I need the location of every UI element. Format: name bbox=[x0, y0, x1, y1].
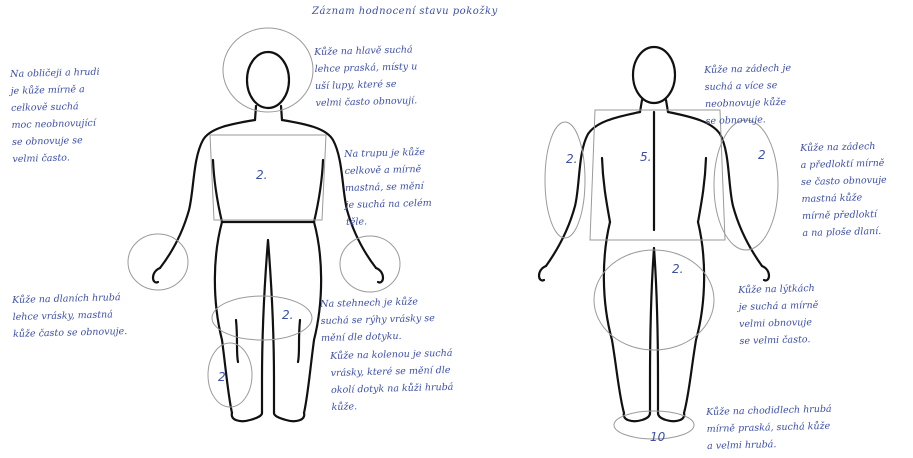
marker-front-chest: 2. bbox=[256, 168, 267, 182]
page-title: Záznam hodnocení stavu pokožky bbox=[312, 6, 498, 17]
note-head: Kůže na hlavě suchá lehce praská, místy … bbox=[314, 41, 418, 112]
marker-back-right: 2 bbox=[758, 148, 766, 162]
marker-back-center: 5. bbox=[640, 150, 651, 164]
note-trunk: Na trupu je kůže celkově a mírně mastná,… bbox=[344, 144, 432, 231]
note-calves: Kůže na lýtkách je suchá a mírně velmi o… bbox=[738, 280, 819, 350]
marker-back-foot: 10 bbox=[650, 430, 665, 444]
note-knees: Kůže na kolenou je suchá vrásky, které s… bbox=[330, 345, 454, 416]
marker-front-knee: 2. bbox=[282, 308, 293, 322]
note-back-side: Kůže na zádech a předloktí mírně se čast… bbox=[800, 138, 888, 242]
note-hands: Kůže na dlaních hrubá lehce vrásky, mast… bbox=[12, 289, 127, 343]
marker-back-left: 2. bbox=[566, 152, 577, 166]
note-face: Na obličeji a hrudi je kůže mírně a celk… bbox=[10, 64, 102, 168]
note-back-upper: Kůže na zádech je suchá a více se neobno… bbox=[704, 60, 793, 130]
note-thighs: Na stehnech je kůže suchá se rýhy vrásky… bbox=[320, 293, 435, 347]
note-soles: Kůže na chodidlech hrubá mírně praská, s… bbox=[706, 401, 833, 455]
marker-front-calf: 2 bbox=[218, 370, 226, 384]
marker-back-leg: 2. bbox=[672, 262, 683, 276]
